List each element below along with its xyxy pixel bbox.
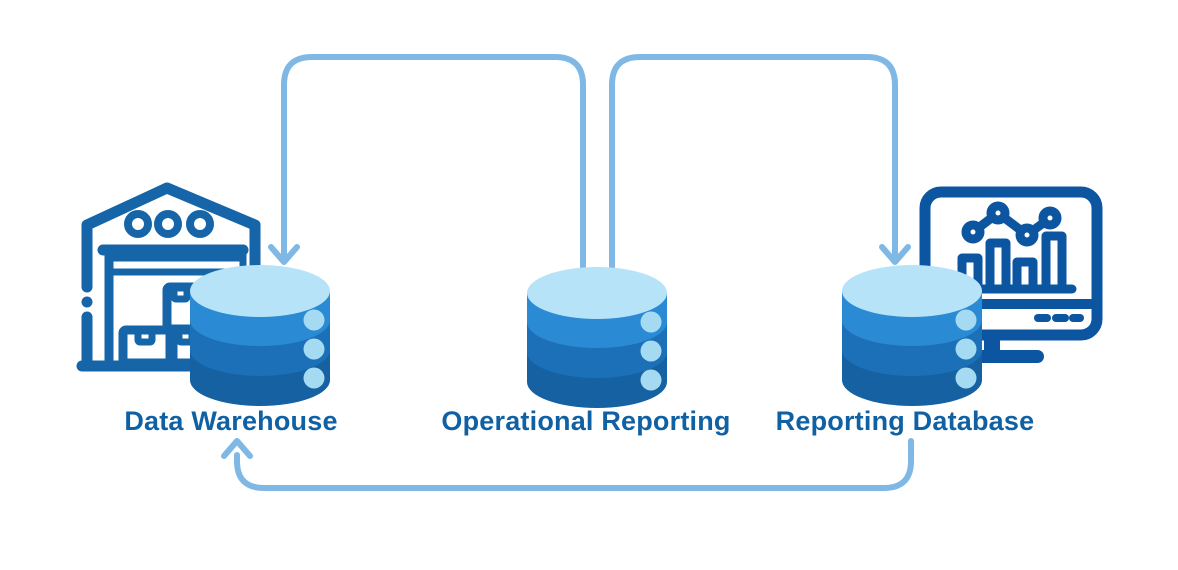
node-label-reporting-database: Reporting Database	[775, 406, 1035, 436]
node-label-data-warehouse: Data Warehouse	[124, 406, 338, 436]
cylinder-dots	[303, 309, 325, 389]
flow-arrow-opreporting-to-reportingdb	[609, 54, 911, 283]
node-label-operational-reporting: Operational Reporting	[441, 406, 731, 436]
arrowhead-down-left-icon	[268, 244, 300, 265]
arrowhead-down-right-icon	[879, 244, 911, 265]
cylinder-dots	[955, 309, 977, 389]
roof-vents	[124, 210, 214, 238]
boxes	[118, 282, 205, 368]
flow-arrow-opreporting-to-warehouse	[268, 54, 586, 283]
database-cylinder-operational-reporting	[527, 267, 667, 408]
database-cylinder-reporting-database	[842, 265, 982, 406]
arrowhead-up-icon	[221, 438, 253, 459]
wall-dot	[81, 296, 93, 308]
flow-arrow-reportingdb-to-warehouse	[221, 438, 914, 491]
line-chart-icon	[961, 201, 1062, 247]
database-cylinder-data-warehouse	[190, 265, 330, 406]
cylinder-dots	[640, 311, 662, 391]
